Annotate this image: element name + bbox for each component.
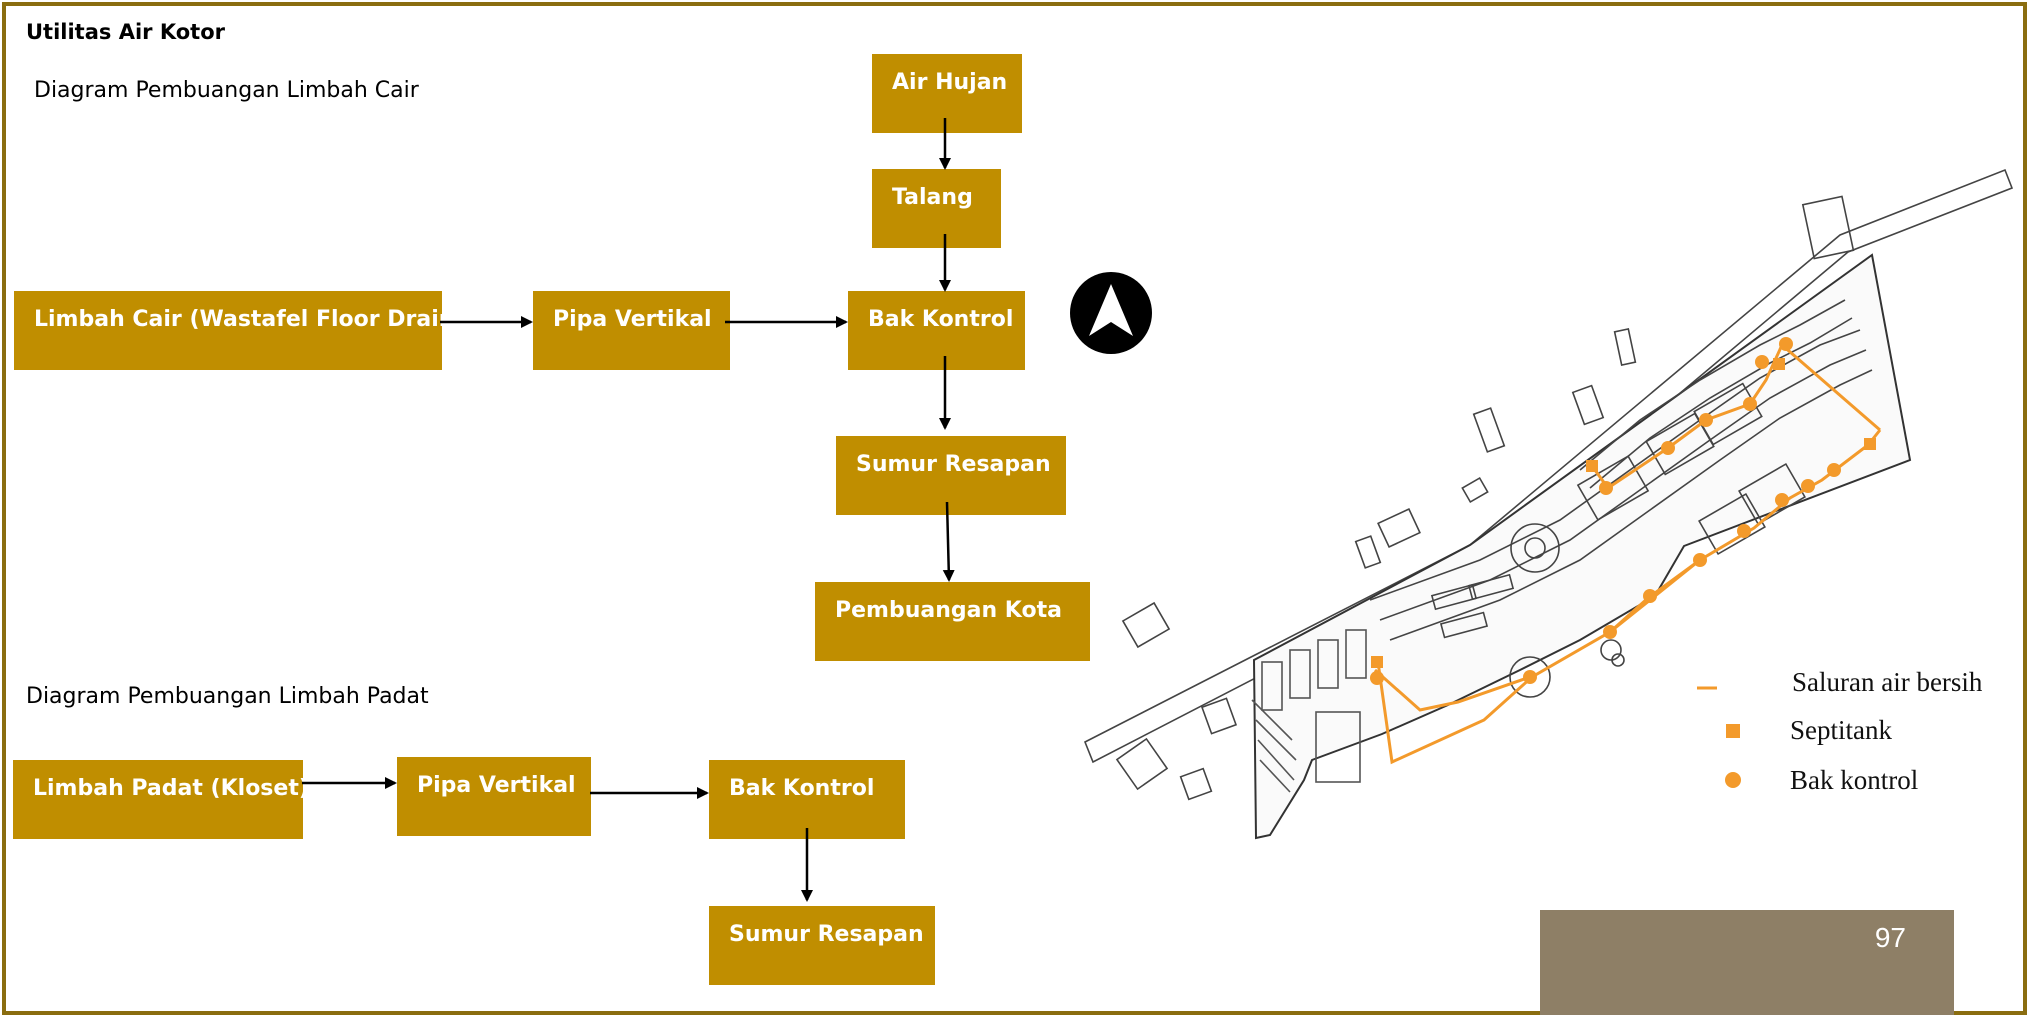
box-bak-kontrol-cair: Bak Kontrol: [848, 291, 1025, 370]
legend-circle-swatch: [1725, 772, 1741, 788]
legend-square-swatch: [1726, 724, 1740, 738]
box-air-hujan: Air Hujan: [872, 54, 1022, 133]
legend-line-label: Saluran air bersih: [1792, 667, 1983, 697]
liquid-waste-diagram-title: Diagram Pembuangan Limbah Cair: [34, 78, 419, 103]
north-arrow-icon: [1070, 272, 1152, 354]
box-sumur-resapan-padat: Sumur Resapan: [709, 906, 935, 985]
box-bak-kontrol-padat: Bak Kontrol: [709, 760, 905, 839]
map-legend: Saluran air bersih Septitank Bak kontrol: [1697, 667, 1983, 795]
page-number-box: 97: [1540, 910, 1954, 1015]
box-pipa-vertikal-cair: Pipa Vertikal: [533, 291, 730, 370]
bak-kontrol-markers: [1370, 337, 1841, 685]
page-number: 97: [1874, 922, 1906, 953]
liquid-flow-arrows: [440, 118, 955, 582]
legend-square-label: Septitank: [1790, 715, 1892, 745]
page-title: Utilitas Air Kotor: [26, 20, 225, 44]
box-limbah-padat: Limbah Padat (Kloset): [13, 760, 309, 839]
arrow-sumur-to-pembuangan: [942, 501, 955, 582]
box-talang: Talang: [872, 169, 1001, 248]
box-pipa-vertikal-padat: Pipa Vertikal: [397, 757, 591, 836]
box-pembuangan-kota: Pembuangan Kota: [815, 582, 1090, 661]
box-sumur-resapan-cair: Sumur Resapan: [836, 436, 1066, 515]
box-limbah-cair: Limbah Cair (Wastafel Floor Drain): [14, 291, 465, 370]
solid-flow-arrows: [302, 777, 813, 902]
septitank-markers: [1371, 358, 1876, 668]
legend-circle-label: Bak kontrol: [1790, 765, 1918, 795]
solid-waste-diagram-title: Diagram Pembuangan Limbah Padat: [26, 684, 429, 709]
